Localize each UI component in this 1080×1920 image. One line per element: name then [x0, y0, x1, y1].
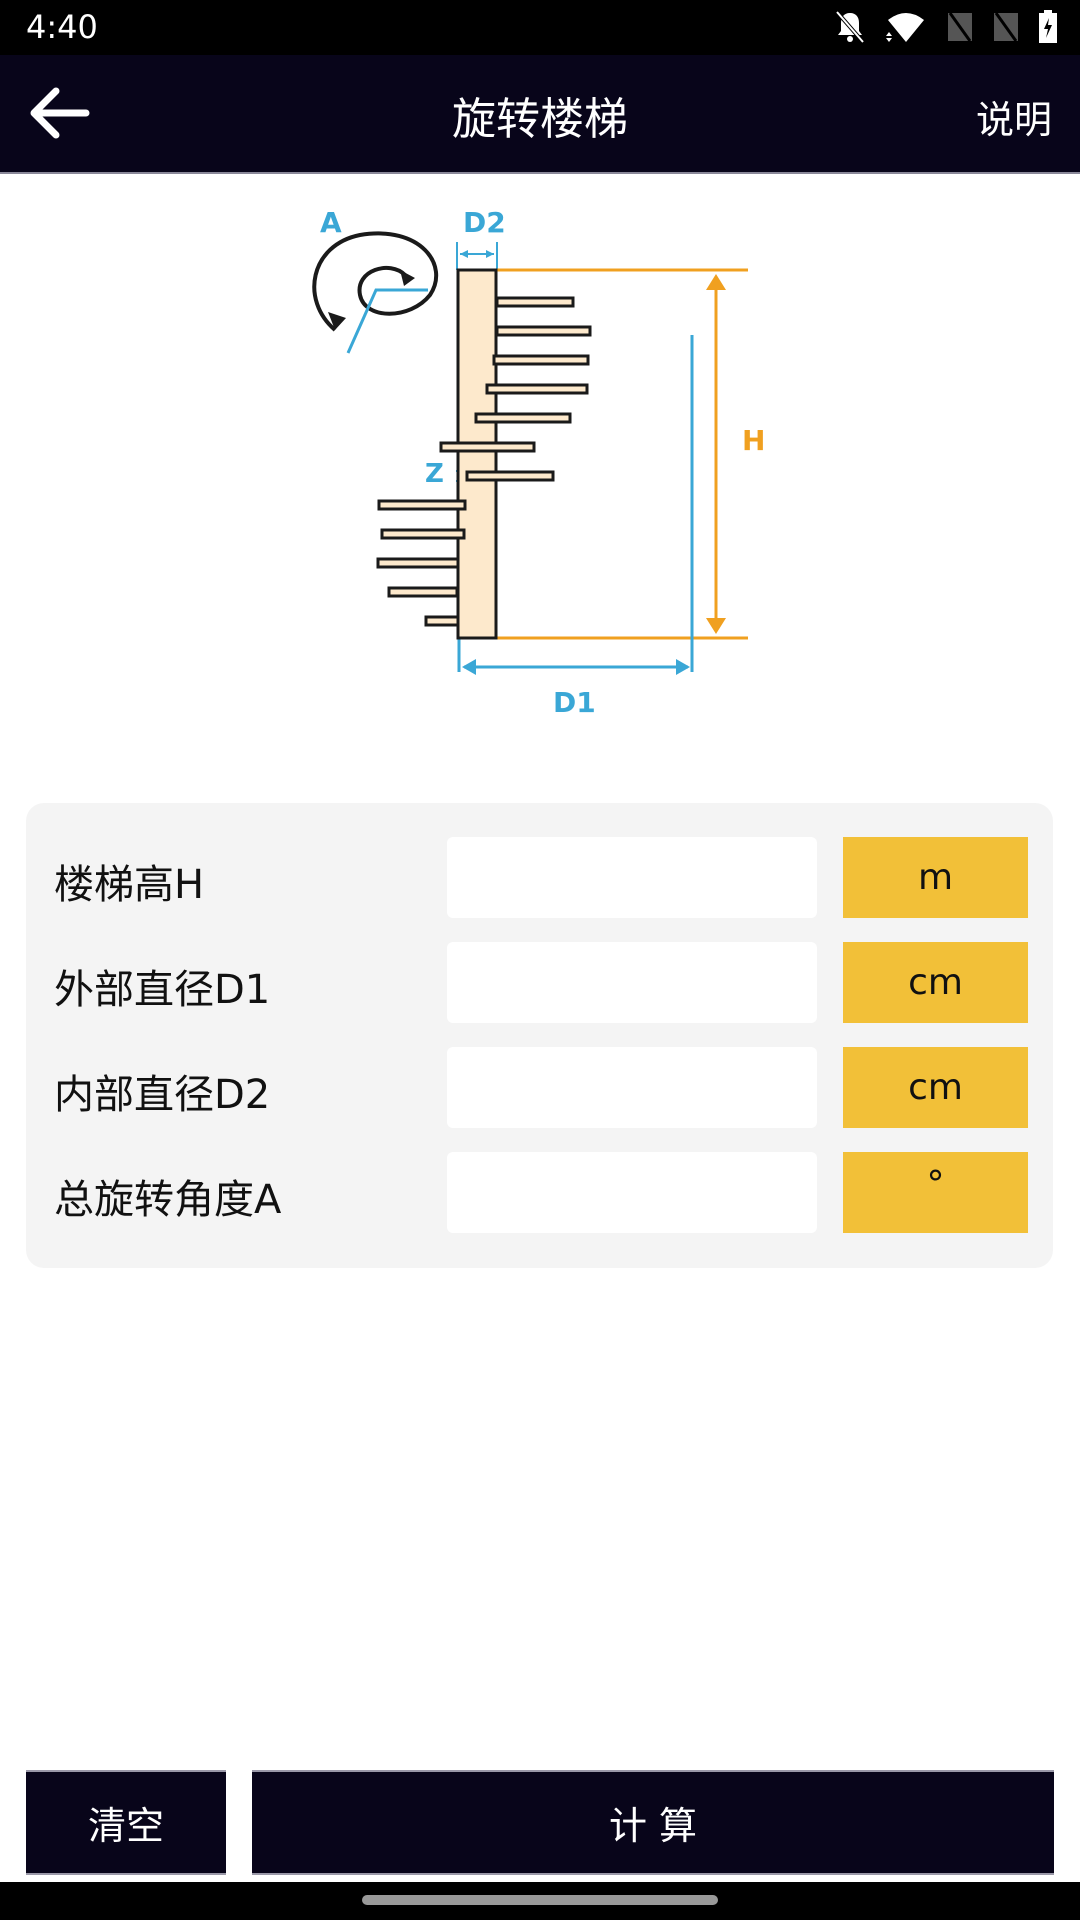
rotation-angle-input[interactable]: [447, 1152, 817, 1233]
home-gesture-handle[interactable]: [362, 1895, 718, 1905]
svg-text:A: A: [320, 206, 342, 239]
no-sim-icon: [994, 12, 1018, 42]
spiral-staircase-diagram: A D2 H D1 Z: [312, 206, 765, 719]
svg-text:D2: D2: [463, 206, 506, 239]
status-icons: [834, 10, 1058, 44]
clear-button[interactable]: 清空: [26, 1770, 226, 1875]
calculate-button[interactable]: 计 算: [252, 1770, 1054, 1875]
height-row: 楼梯高H m: [26, 837, 1053, 918]
height-unit-button[interactable]: m: [843, 837, 1028, 918]
svg-text:D1: D1: [553, 686, 596, 719]
svg-text:H: H: [742, 424, 765, 457]
page-title: 旋转楼梯: [452, 94, 628, 145]
rotation-angle-row: 总旋转角度A °: [26, 1152, 1053, 1233]
inner-diameter-label: 内部直径D2: [54, 1072, 271, 1118]
outer-diameter-unit-button[interactable]: cm: [843, 942, 1028, 1023]
rotation-angle-unit-button[interactable]: °: [843, 1152, 1028, 1233]
outer-diameter-row: 外部直径D1 cm: [26, 942, 1053, 1023]
wifi-icon: [886, 13, 924, 42]
outer-diameter-label: 外部直径D1: [54, 967, 271, 1013]
status-bar: 4:40: [0, 0, 1080, 55]
battery-charging-icon: [1039, 10, 1057, 43]
height-label: 楼梯高H: [54, 862, 205, 908]
help-button[interactable]: 说明: [975, 98, 1052, 142]
input-card: 楼梯高H m 外部直径D1 cm 内部直径D2 cm 总旋转角度A °: [26, 803, 1053, 1268]
rotation-angle-label: 总旋转角度A: [54, 1177, 282, 1223]
inner-diameter-input[interactable]: [447, 1047, 817, 1128]
svg-text:Z: Z: [425, 459, 444, 489]
height-input[interactable]: [447, 837, 817, 918]
outer-diameter-input[interactable]: [447, 942, 817, 1023]
inner-diameter-row: 内部直径D2 cm: [26, 1047, 1053, 1128]
app-header: 旋转楼梯 说明: [0, 55, 1080, 174]
no-sim-icon: [948, 12, 972, 42]
navigation-bar: [0, 1882, 1080, 1920]
status-time: 4:40: [26, 8, 98, 46]
rotation-angle-symbol: A: [312, 206, 439, 354]
inner-diameter-unit-button[interactable]: cm: [843, 1047, 1028, 1128]
arrow-left-icon[interactable]: [26, 85, 90, 141]
notifications-off-icon: [835, 10, 865, 44]
